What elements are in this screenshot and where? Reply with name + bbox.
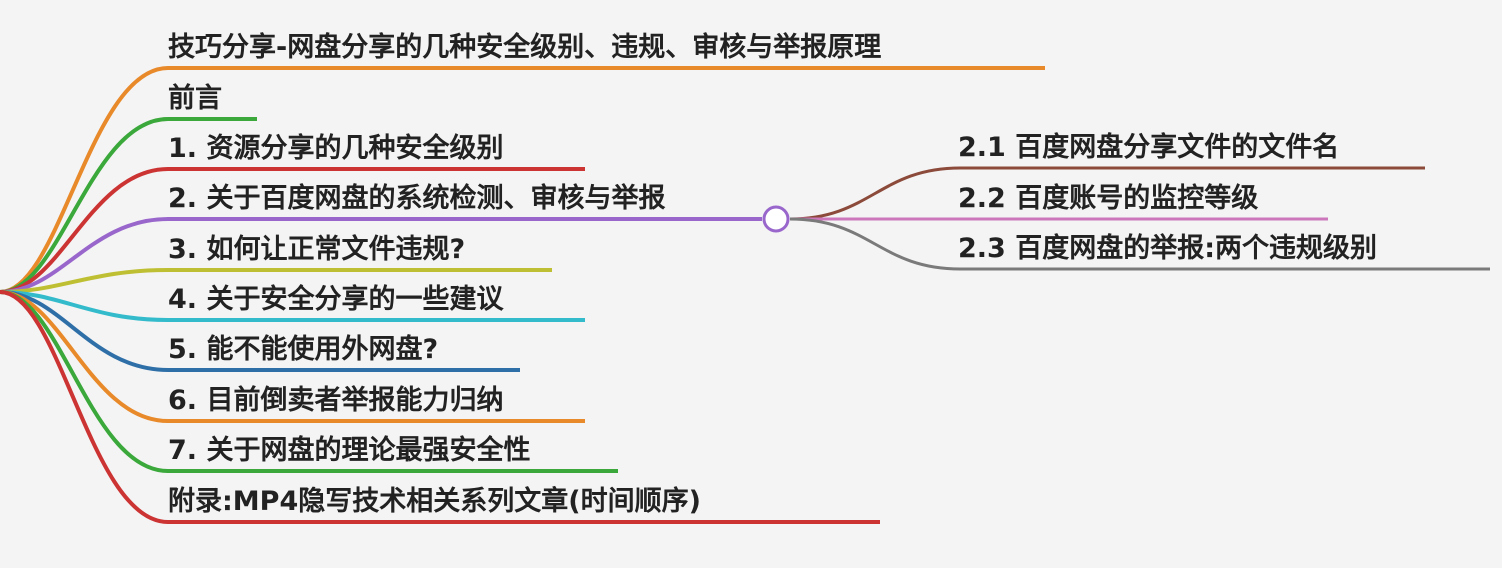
branch-line-1 [0,117,257,294]
branch-line-2 [0,167,585,294]
sub-branch-line-2 [789,217,1490,271]
branch-label-3[interactable]: 2. 关于百度网盘的系统检测、审核与举报 [168,183,666,214]
branch-line-3 [0,217,762,294]
expand-toggle-icon[interactable] [762,205,790,233]
branch-label-4[interactable]: 3. 如何让正常文件违规? [168,234,466,265]
branch-label-1[interactable]: 前言 [168,83,222,114]
branch-line-0 [0,66,1045,294]
branch-label-7[interactable]: 6. 目前倒卖者举报能力归纳 [168,385,504,416]
branch-label-2[interactable]: 1. 资源分享的几种安全级别 [168,133,504,164]
branch-line-4 [0,268,552,294]
branch-line-6 [0,290,520,372]
branch-line-9 [0,290,880,524]
sub-branch-label-0[interactable]: 2.1 百度网盘分享文件的文件名 [958,132,1340,163]
sub-branch-label-2[interactable]: 2.3 百度网盘的举报:两个违规级别 [958,233,1378,264]
branch-label-0[interactable]: 技巧分享-网盘分享的几种安全级别、违规、审核与举报原理 [168,32,882,63]
sub-branch-label-1[interactable]: 2.2 百度账号的监控等级 [958,183,1259,214]
branch-label-6[interactable]: 5. 能不能使用外网盘? [168,334,439,365]
branch-line-5 [0,290,585,322]
branch-label-8[interactable]: 7. 关于网盘的理论最强安全性 [168,435,531,466]
sub-branch-line-0 [789,166,1425,221]
branch-label-9[interactable]: 附录:MP4隐写技术相关系列文章(时间顺序) [168,486,701,517]
branch-label-5[interactable]: 4. 关于安全分享的一些建议 [168,284,504,315]
